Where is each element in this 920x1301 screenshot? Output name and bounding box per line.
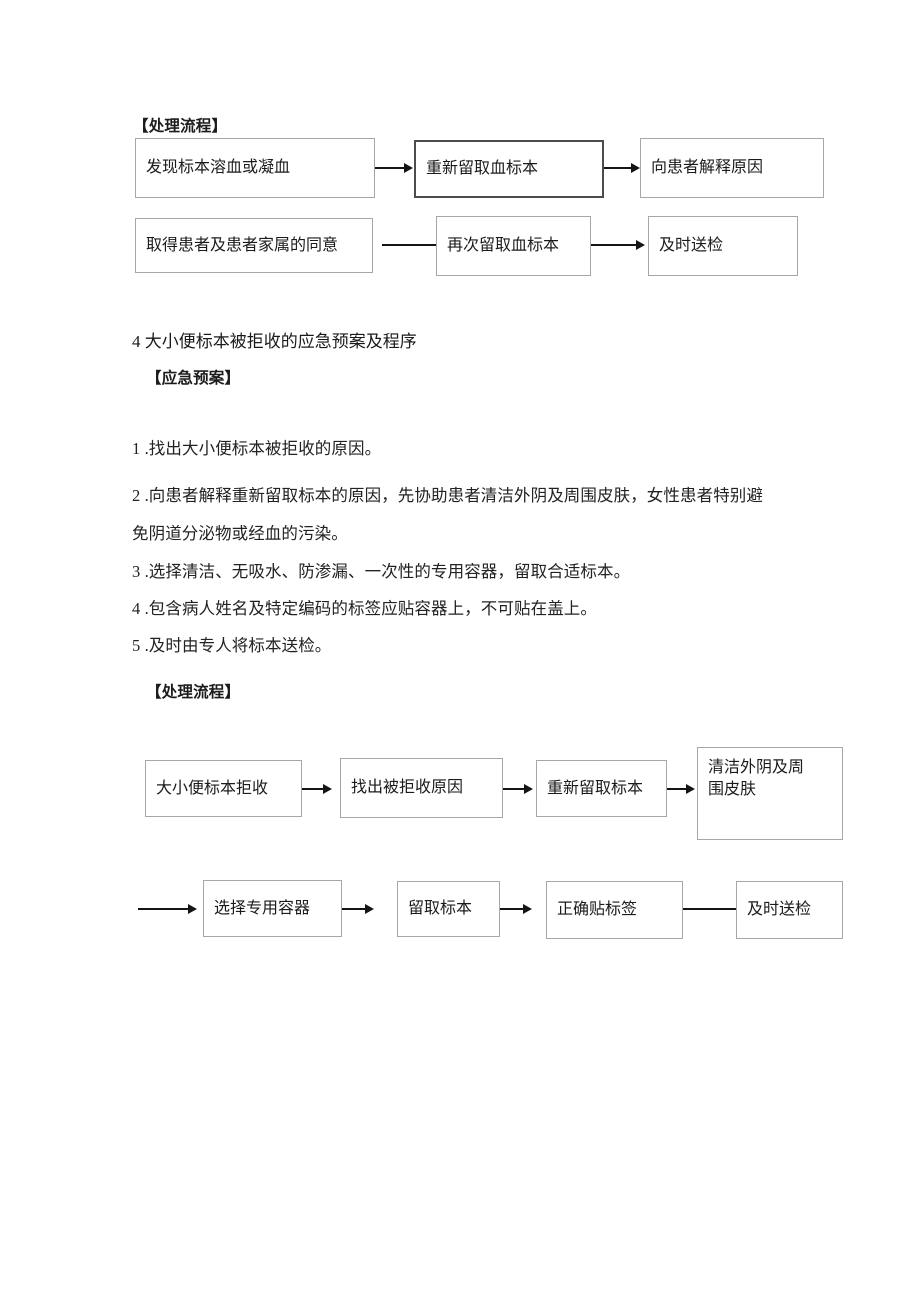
flow1-r2-box1: 取得患者及患者家属的同意 (135, 218, 373, 273)
flow2-r1-box4-label-line2: 围皮肤 (708, 780, 757, 798)
flow1-r1-arrow1-icon (404, 163, 413, 173)
flow1-r1-connector1 (375, 167, 411, 169)
flow1-r1-connector2 (604, 167, 638, 169)
flow2-r2-connector3 (683, 908, 744, 910)
flow2-r1-box1-label: 大小便标本拒收 (156, 779, 269, 797)
plan-item-1: 1 .找出大小便标本被拒收的原因。 (132, 439, 382, 458)
plan-item-5: 5 .及时由专人将标本送检。 (132, 636, 332, 655)
flow2-r2-box4: 及时送检 (736, 881, 843, 939)
flow2-r1-box1: 大小便标本拒收 (145, 760, 302, 817)
flow2-r2-box1-label: 选择专用容器 (214, 899, 311, 917)
flow1-r2-connector1 (382, 244, 436, 246)
flow1-r2-box3: 及时送检 (648, 216, 798, 276)
flow2-r1-box2: 找出被拒收原因 (340, 758, 503, 818)
flow2-r2-box3: 正确贴标签 (546, 881, 683, 939)
flow2-r2-arrow0-icon (188, 904, 197, 914)
flow2-r1-box3-label: 重新留取标本 (547, 779, 644, 797)
flow2-r1-arrow3-icon (686, 784, 695, 794)
flow2-r2-box3-label: 正确贴标签 (557, 901, 638, 919)
flow1-r1-box2-label: 重新留取血标本 (426, 160, 539, 178)
flow1-r2-connector2 (591, 244, 643, 246)
plan-item-2-line2: 免阴道分泌物或经血的污染。 (132, 524, 348, 543)
flow2-r2-box2-label: 留取标本 (408, 900, 473, 918)
flow1-r1-box3-label: 向患者解释原因 (651, 159, 764, 177)
section1-process-heading: 【处理流程】 (133, 118, 228, 135)
flow2-r2-box4-label: 及时送检 (747, 901, 812, 919)
flow2-r2-box2: 留取标本 (397, 881, 500, 937)
flow1-r1-box1-label: 发现标本溶血或凝血 (146, 159, 291, 177)
flow2-r2-connector2 (500, 908, 529, 910)
plan-item-2-line1: 2 .向患者解释重新留取标本的原因，先协助患者清洁外阴及周围皮肤，女性患者特别避 (132, 486, 763, 505)
flow2-r2-box1: 选择专用容器 (203, 880, 342, 937)
flow1-r1-box2: 重新留取血标本 (414, 140, 604, 198)
section2-plan-heading: 【应急预案】 (146, 370, 241, 387)
flow2-r1-arrow1-icon (323, 784, 332, 794)
flow1-r2-box2-label: 再次留取血标本 (447, 237, 560, 255)
flow1-r1-box3: 向患者解释原因 (640, 138, 824, 198)
flow2-r1-box4-label-line1: 清洁外阴及周 (708, 759, 805, 776)
flow1-r2-box3-label: 及时送检 (659, 237, 724, 255)
flow2-r1-arrow2-icon (524, 784, 533, 794)
flow2-r2-connector1 (342, 908, 371, 910)
flow1-r2-arrow2-icon (636, 240, 645, 250)
flow2-r1-connector3 (667, 788, 691, 790)
flow2-r1-connector2 (503, 788, 529, 790)
section2-title: 4 大小便标本被拒收的应急预案及程序 (132, 332, 417, 351)
flow2-r1-box2-label: 找出被拒收原因 (351, 779, 464, 797)
flow2-r1-box3: 重新留取标本 (536, 760, 667, 817)
flow2-r1-box4: 清洁外阴及周 围皮肤 (697, 747, 843, 840)
flow2-r2-connector0 (138, 908, 194, 910)
section2-process-heading: 【处理流程】 (146, 684, 241, 701)
flow2-r1-connector1 (302, 788, 328, 790)
flow2-r2-arrow2-icon (523, 904, 532, 914)
plan-item-4: 4 .包含病人姓名及特定编码的标签应贴容器上，不可贴在盖上。 (132, 599, 597, 618)
flow1-r1-arrow2-icon (631, 163, 640, 173)
flow1-r1-box1: 发现标本溶血或凝血 (135, 138, 375, 198)
plan-item-3: 3 .选择清洁、无吸水、防渗漏、一次性的专用容器，留取合适标本。 (132, 562, 631, 581)
flow1-r2-box1-label: 取得患者及患者家属的同意 (146, 236, 339, 254)
flow2-r2-arrow1-icon (365, 904, 374, 914)
flow1-r2-box2: 再次留取血标本 (436, 216, 591, 276)
